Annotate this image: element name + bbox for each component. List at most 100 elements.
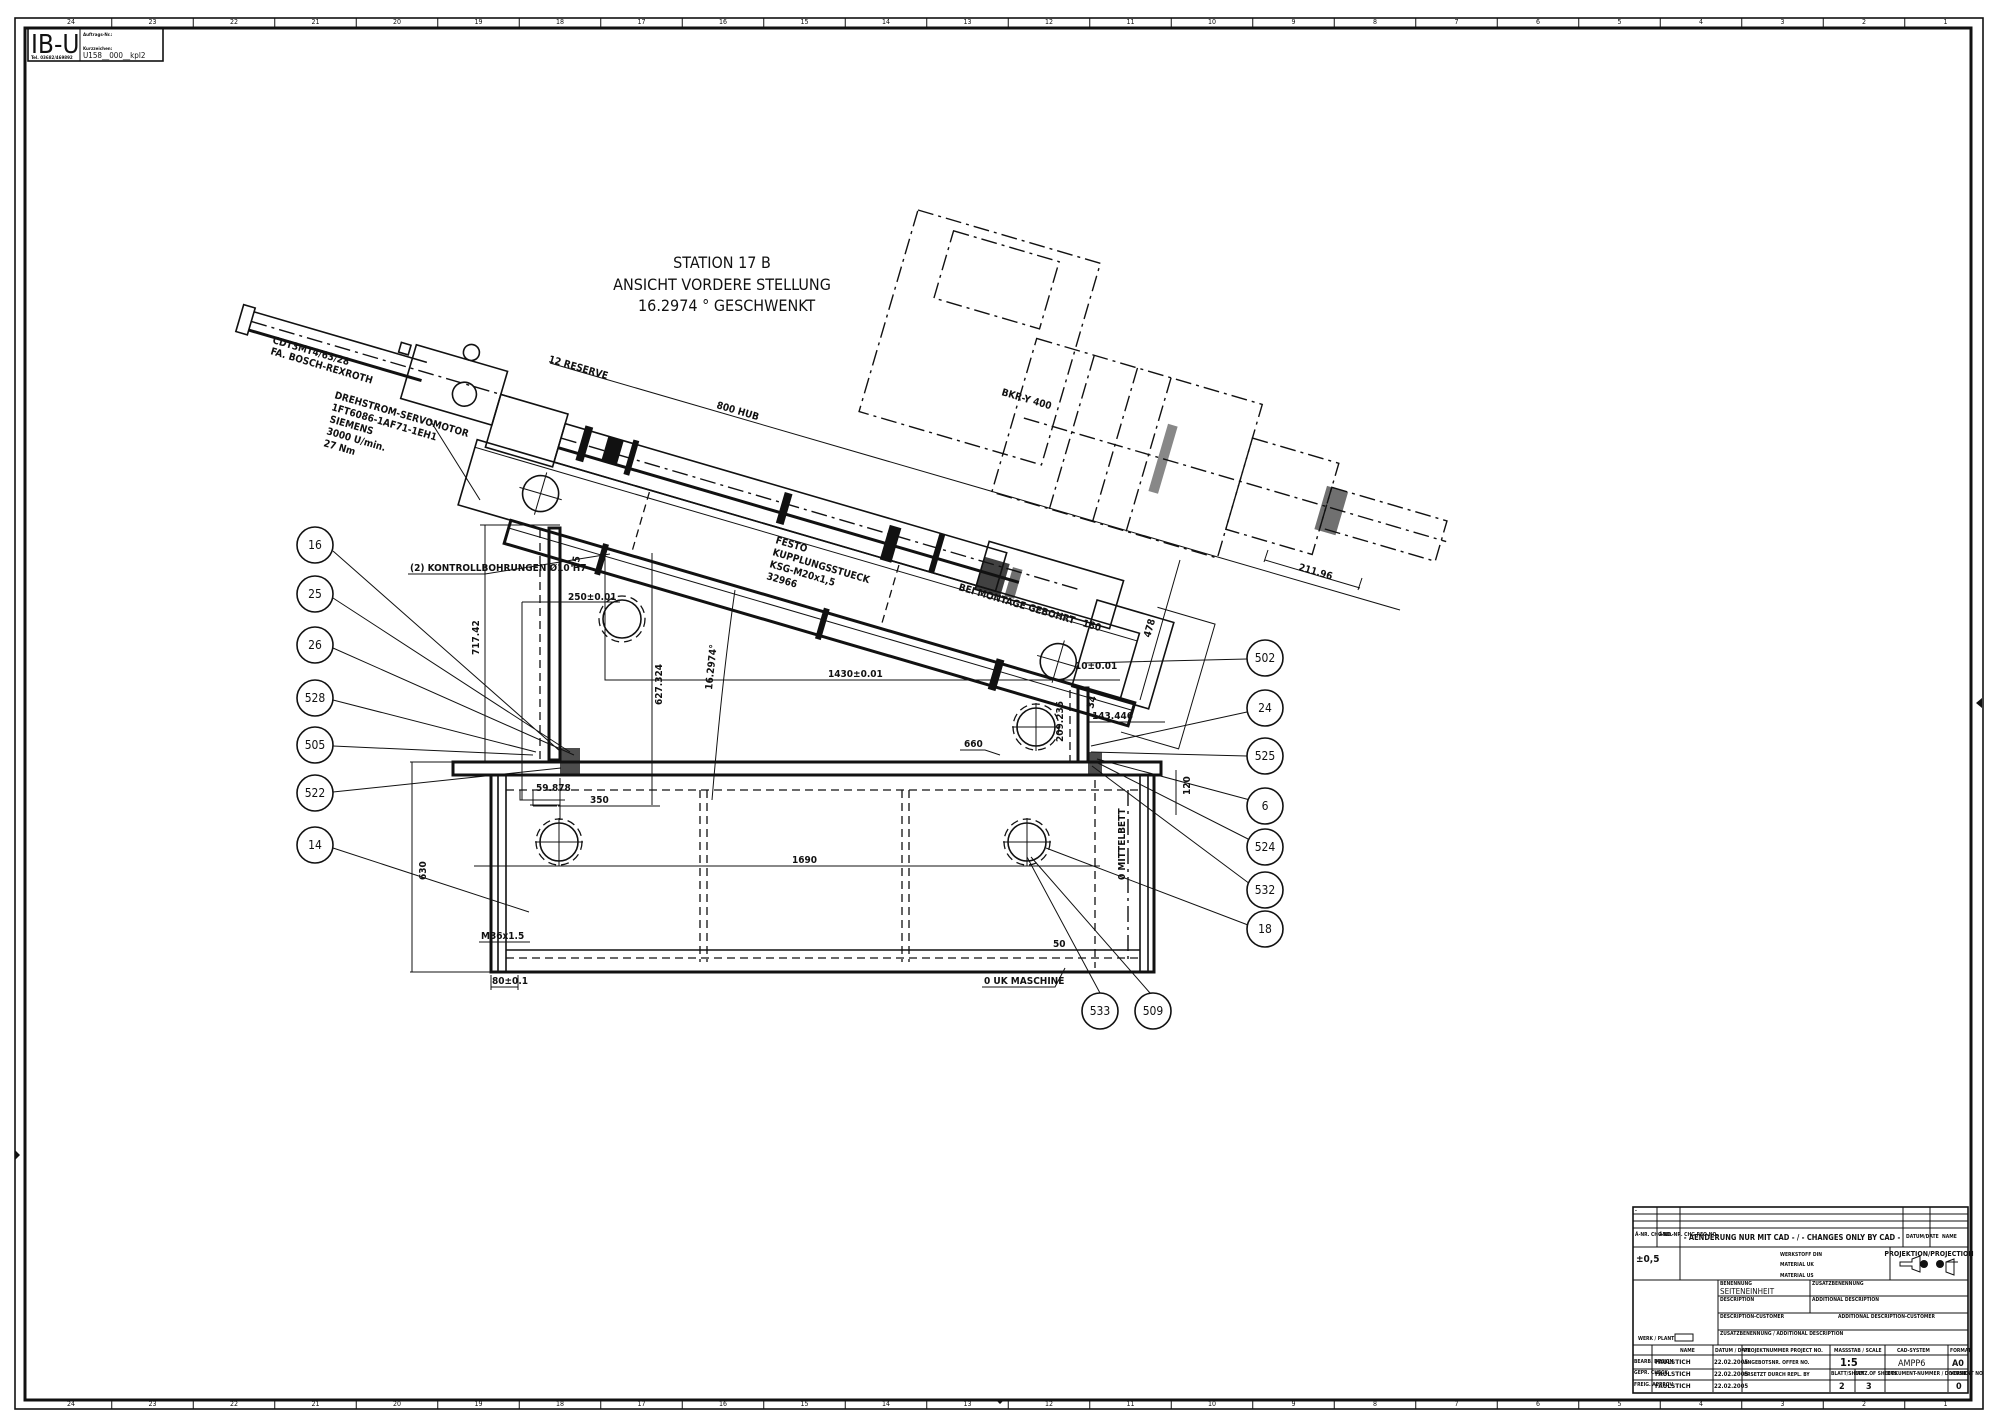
dim-angle: 16.2974° xyxy=(704,644,720,690)
cad-label: CAD-SYSTEM xyxy=(1897,1348,1930,1354)
zusatz-label: ZUSATZBENENNUNG xyxy=(1812,1281,1864,1287)
zone-number: 2 xyxy=(1862,18,1866,26)
short-value: U158__000__kpl2 xyxy=(83,51,145,60)
balloon-26: 26 xyxy=(296,626,334,664)
row-name: FAULSTICH xyxy=(1655,1358,1691,1366)
approval-row: BEARB. DESIGN FAULSTICH 22.02.2005 PROJE… xyxy=(1634,1348,1823,1366)
balloon-25: 25 xyxy=(296,575,334,613)
zone-number: 1 xyxy=(1943,18,1947,26)
balloon-label: 528 xyxy=(305,691,326,705)
approval-row: GEPR. CHECK FAULSTICH 22.02.2005 ANGEBOT… xyxy=(1634,1360,1810,1378)
row-role: GEPR. CHECK xyxy=(1634,1370,1668,1376)
zone-number: 24 xyxy=(67,18,75,26)
version-value: 0 xyxy=(1956,1382,1962,1392)
projection-symbols xyxy=(1899,1255,1958,1276)
zone-number: 11 xyxy=(1126,18,1134,26)
row-name: FAULSTICH xyxy=(1655,1382,1691,1390)
sheets-value: 3 xyxy=(1866,1382,1872,1392)
desc-customer-label: DESCRIPTION-CUSTOMER xyxy=(1720,1314,1785,1320)
dim-478-line xyxy=(1139,559,1181,701)
chg-req-label: ÄND.-NR. CHG.REQ.NO. xyxy=(1659,1231,1718,1238)
zone-number: 23 xyxy=(148,1400,156,1408)
scale-value: 1:5 xyxy=(1840,1356,1858,1369)
balloon-532: 532 xyxy=(1246,871,1284,909)
balloon-label: 26 xyxy=(308,638,322,652)
drilled-note: BEI MONTAGE GEBOHRT xyxy=(957,582,1077,627)
outer-frame xyxy=(14,17,1984,1410)
row-field: ANGEBOTSNR. OFFER NO. xyxy=(1744,1360,1810,1366)
zone-number: 5 xyxy=(1617,18,1621,26)
slide-assembly xyxy=(234,303,1216,750)
approval-row: FREIG. APPROV. FAULSTICH 22.02.2005 ERSE… xyxy=(1634,1372,1810,1390)
zone-number: 12 xyxy=(1045,1400,1053,1408)
zone-number: 24 xyxy=(67,1400,75,1408)
balloon-label: 532 xyxy=(1255,883,1276,897)
spindle-label: BKR-Y 400 xyxy=(1000,387,1052,412)
dim-211-text: 211.96 xyxy=(1297,562,1333,582)
plant-label: WERK / PLANT xyxy=(1638,1336,1675,1342)
zone-number: 7 xyxy=(1454,1400,1458,1408)
title-block: - Ä-NR. CHG-NO. ÄND.-NR. CHG.REQ.NO. - A… xyxy=(1632,1206,1983,1394)
zusatz-add-label: ZUSATZBENENNUNG / ADDITIONAL DESCRIPTION xyxy=(1720,1331,1844,1337)
zone-number: 16 xyxy=(719,18,727,26)
scale-label: MASSSTAB / SCALE xyxy=(1834,1348,1882,1354)
dim-120: 120 xyxy=(1182,776,1193,795)
zone-number: 23 xyxy=(148,18,156,26)
date-label: DATUM/DATE xyxy=(1906,1234,1939,1240)
description-label: DESCRIPTION xyxy=(1720,1297,1754,1303)
balloon-label: 16 xyxy=(308,538,322,552)
drawing-title: SEITENEINHEIT xyxy=(1720,1287,1775,1296)
balloon-522: 522 xyxy=(296,774,334,812)
benennung-label: BENENNUNG xyxy=(1720,1281,1752,1287)
balloon-label: 6 xyxy=(1262,799,1269,813)
add-desc-customer-label: ADDITIONAL DESCRIPTION-CUSTOMER xyxy=(1838,1314,1935,1320)
dim-660: 660 xyxy=(964,739,983,750)
sheet-label: BLATT/SHEET xyxy=(1831,1371,1865,1377)
dim-717: 717.42 xyxy=(471,620,482,655)
sheet-value: 2 xyxy=(1839,1382,1845,1392)
row-date: 22.02.2005 xyxy=(1714,1359,1748,1366)
short-label: Kurzzeichen: xyxy=(83,46,113,52)
thread-note: M36x1.5 xyxy=(481,931,524,942)
stroke-dim-line xyxy=(549,362,1401,611)
row-role: BEARB. DESIGN xyxy=(1634,1359,1674,1365)
view-title-line3: 16.2974 ° GESCHWENKT xyxy=(638,296,815,315)
left-support xyxy=(547,526,562,762)
item-balloons: 16 25 26 528 505 522 14 502 24 525 6 524… xyxy=(296,526,1284,1030)
balloon-label: 18 xyxy=(1258,922,1272,936)
material-us-label: MATERIAL US xyxy=(1780,1273,1814,1279)
dim-15: 15 xyxy=(570,555,583,569)
zone-number: 13 xyxy=(963,18,971,26)
dim-1430-line xyxy=(604,553,1120,681)
dim-717-line xyxy=(480,524,560,762)
zone-number: 14 xyxy=(882,1400,890,1408)
header-box: IB-U Tel. 03682/469892 Auftrags-Nr.: Kur… xyxy=(27,27,164,62)
balloon-528: 528 xyxy=(296,679,334,717)
dim-478: 478 xyxy=(1142,618,1158,639)
zone-number: 22 xyxy=(230,18,238,26)
plant-field[interactable] xyxy=(1674,1333,1694,1342)
zone-number: 10 xyxy=(1208,18,1216,26)
right-support xyxy=(1076,686,1090,764)
tolerance-label: ±0,5 xyxy=(1636,1254,1659,1265)
balloon-502: 502 xyxy=(1246,639,1284,677)
zone-number: 8 xyxy=(1373,18,1377,26)
zone-number: 9 xyxy=(1291,1400,1295,1408)
company-logo: IB-U xyxy=(31,30,80,60)
spindle-unit-outline xyxy=(858,209,1448,563)
zone-number: 13 xyxy=(963,1400,971,1408)
dim-59: 59.878 xyxy=(536,783,571,794)
zone-number: 19 xyxy=(474,18,482,26)
dim-50: 50 xyxy=(1053,939,1066,950)
material-din-label: WERKSTOFF DIN xyxy=(1780,1252,1822,1258)
revision-cell: - xyxy=(1635,1208,1637,1214)
angle-arc xyxy=(711,589,736,801)
row-name: FAULSTICH xyxy=(1655,1370,1691,1378)
dim-250-line xyxy=(521,601,620,800)
balloon-label: 533 xyxy=(1090,1004,1111,1018)
balloon-509: 509 xyxy=(1134,992,1172,1030)
zone-number: 1 xyxy=(1943,1400,1947,1408)
dim-630: 630 xyxy=(418,861,429,880)
zone-number: 3 xyxy=(1780,1400,1784,1408)
